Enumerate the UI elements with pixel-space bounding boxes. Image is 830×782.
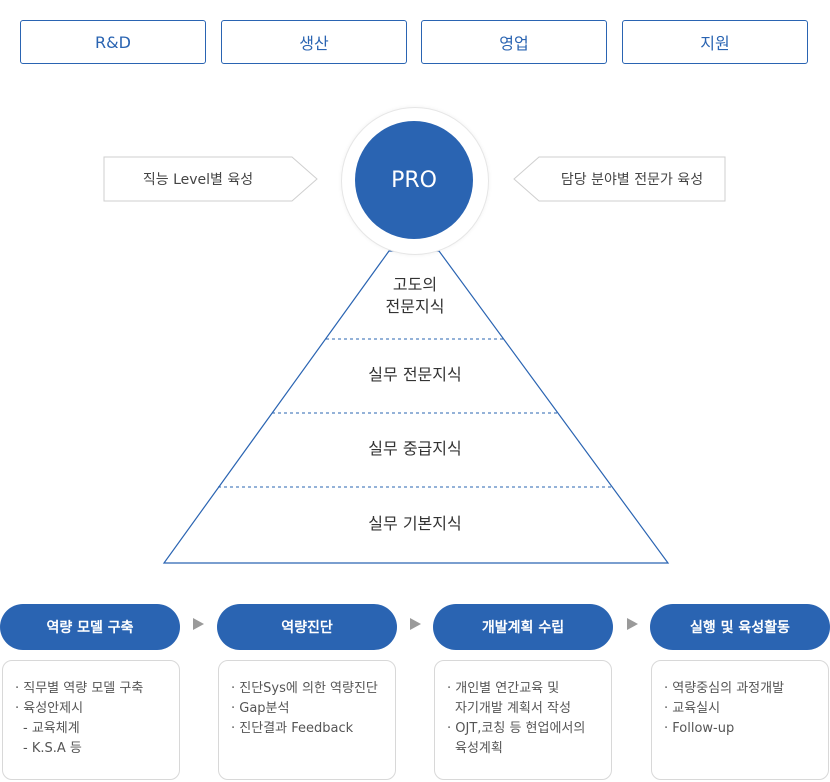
tab-support[interactable]: 지원 xyxy=(622,20,808,64)
pro-circle: PRO xyxy=(355,121,473,239)
card-item: · 진단Sys에 의한 역량진단 xyxy=(231,681,378,696)
card-item: · OJT,코칭 등 현업에서의 xyxy=(447,721,586,736)
card-item: - K.S.A 등 xyxy=(23,741,82,756)
right-arrow-text: 담당 분야별 전문가 육성 xyxy=(560,172,704,188)
step-development-plan: 개발계획 수립 xyxy=(433,604,613,650)
pyramid-level-practical-intermediate: 실무 중급지식 xyxy=(368,439,462,458)
arrow-right-icon xyxy=(410,618,421,630)
card-item: · 직무별 역량 모델 구축 xyxy=(15,681,144,696)
card-item: 육성계획 xyxy=(455,741,503,756)
card-item: · 교육실시 xyxy=(664,701,721,716)
card-item: · 역량중심의 과정개발 xyxy=(664,681,785,696)
card-item: · 진단결과 Feedback xyxy=(231,721,354,736)
card-item: 자기개발 계획서 작성 xyxy=(455,701,571,716)
card-item: · 육성안제시 xyxy=(15,701,84,716)
pyramid-level-practical-expert: 실무 전문지식 xyxy=(368,365,462,384)
left-arrow-text: 직능 Level별 육성 xyxy=(142,172,254,188)
pyramid-level-advanced: 고도의 전문지식 xyxy=(385,275,445,316)
step-card-competency-model: · 직무별 역량 모델 구축 · 육성안제시 - 교육체계 - K.S.A 등 xyxy=(2,660,180,780)
card-item: - 교육체계 xyxy=(23,721,80,736)
step-card-development-plan: · 개인별 연간교육 및 자기개발 계획서 작성 · OJT,코칭 등 현업에서… xyxy=(434,660,612,780)
step-card-diagnosis: · 진단Sys에 의한 역량진단 · Gap분석 · 진단결과 Feedback xyxy=(218,660,396,780)
step-card-execution: · 역량중심의 과정개발 · 교육실시 · Follow-up xyxy=(651,660,829,780)
tab-rnd[interactable]: R&D xyxy=(20,20,206,64)
pyramid-level-practical-basic: 실무 기본지식 xyxy=(368,514,462,533)
card-item: · 개인별 연간교육 및 xyxy=(447,681,560,696)
step-execution: 실행 및 육성활동 xyxy=(650,604,830,650)
step-competency-model: 역량 모델 구축 xyxy=(0,604,180,650)
step-diagnosis: 역량진단 xyxy=(217,604,397,650)
left-arrow-shape xyxy=(103,156,318,202)
card-item: · Follow-up xyxy=(664,721,735,736)
tab-sales[interactable]: 영업 xyxy=(421,20,607,64)
tab-production[interactable]: 생산 xyxy=(221,20,407,64)
right-arrow-shape xyxy=(513,156,726,202)
card-item: · Gap분석 xyxy=(231,701,290,716)
arrow-right-icon xyxy=(193,618,204,630)
arrow-right-icon xyxy=(627,618,638,630)
